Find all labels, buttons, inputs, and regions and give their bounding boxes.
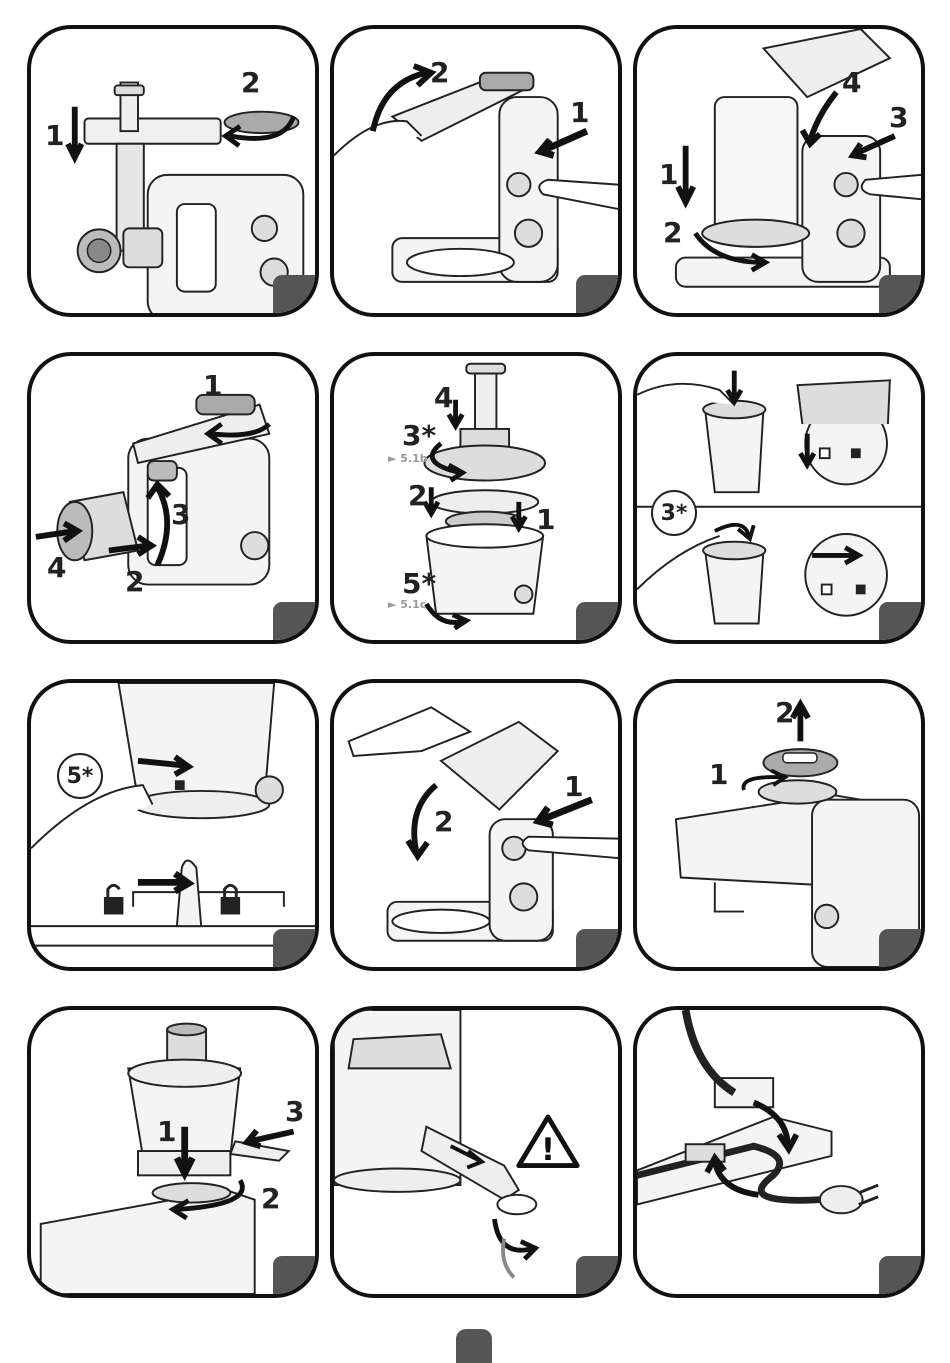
panel-4-grater-attach: 1 3 4 2 (27, 352, 319, 644)
panel-9-remove-cap: 2 1 (633, 679, 925, 971)
juicer-assembly-illustration (334, 356, 618, 640)
step-label: 1 (570, 99, 589, 127)
corner-tab (576, 1256, 620, 1296)
step-label: 2 (261, 1185, 280, 1213)
panel-5-juicer-assembly: 4 3* ► 5.1b 2 1 5* ► 5.1c (330, 352, 622, 644)
warning-symbol: ! (541, 1132, 555, 1168)
step-label: 2 (775, 699, 794, 727)
panel-11-spout-warning: ! (330, 1006, 622, 1298)
raise-head-illustration (334, 29, 618, 313)
step-label: 4 (47, 554, 66, 582)
panel-3-mount-bowl: 4 3 1 2 (633, 25, 925, 317)
spout-warning-illustration: ! (334, 1010, 618, 1294)
step-label: 1 (536, 506, 555, 534)
step-label: 4 (434, 384, 453, 412)
corner-tab (576, 929, 620, 969)
mount-juicer-illustration (31, 1010, 315, 1294)
step-label: 3 (285, 1098, 304, 1126)
panel-6-lock-lid: 3* (633, 352, 925, 644)
step-label: 2 (408, 482, 427, 510)
corner-tab (273, 929, 317, 969)
section-ref: ► 5.1b (388, 452, 428, 465)
corner-tab (576, 275, 620, 315)
corner-tab (879, 275, 923, 315)
corner-tab (273, 602, 317, 642)
step-label: 2 (241, 69, 260, 97)
step-label: 4 (842, 69, 861, 97)
panel-10-mount-juicer: 1 3 2 (27, 1006, 319, 1298)
panel-2-raise-head: 2 1 (330, 25, 622, 317)
corner-tab (879, 1256, 923, 1296)
step-label: 2 (434, 808, 453, 836)
step-label: 3 (171, 501, 190, 529)
corner-tab (879, 929, 923, 969)
step-label: 2 (430, 59, 449, 87)
panel-7-lock-detail: 5* (27, 679, 319, 971)
corner-tab (273, 1256, 317, 1296)
panel-12-cord-storage (633, 1006, 925, 1298)
step-label: 2 (125, 568, 144, 596)
mincer-illustration (31, 29, 315, 313)
step-circle-label: 3* (651, 490, 697, 536)
step-label: 3* (402, 422, 436, 450)
warning-triangle-icon: ! (519, 1117, 577, 1168)
step-label: 3 (889, 104, 908, 132)
step-label: 1 (203, 372, 222, 400)
lock-detail-illustration (31, 683, 315, 967)
corner-tab (576, 602, 620, 642)
step-label: 1 (45, 122, 64, 150)
mount-bowl-illustration (637, 29, 921, 313)
step-label: 2 (663, 219, 682, 247)
step-label: 5* (402, 570, 436, 598)
step-label: 1 (709, 761, 728, 789)
cord-storage-illustration (637, 1010, 921, 1294)
page-number-tab (456, 1329, 492, 1363)
panel-8-lower-head: 1 2 (330, 679, 622, 971)
lower-head-illustration (334, 683, 618, 967)
step-label: 1 (564, 773, 583, 801)
step-label: 1 (659, 161, 678, 189)
section-ref: ► 5.1c (388, 598, 426, 611)
panel-1-mincer-attach: 1 2 (27, 25, 319, 317)
step-circle-label: 5* (57, 753, 103, 799)
corner-tab (879, 602, 923, 642)
corner-tab (273, 275, 317, 315)
step-label: 1 (157, 1118, 176, 1146)
plug-icon (820, 1185, 878, 1213)
